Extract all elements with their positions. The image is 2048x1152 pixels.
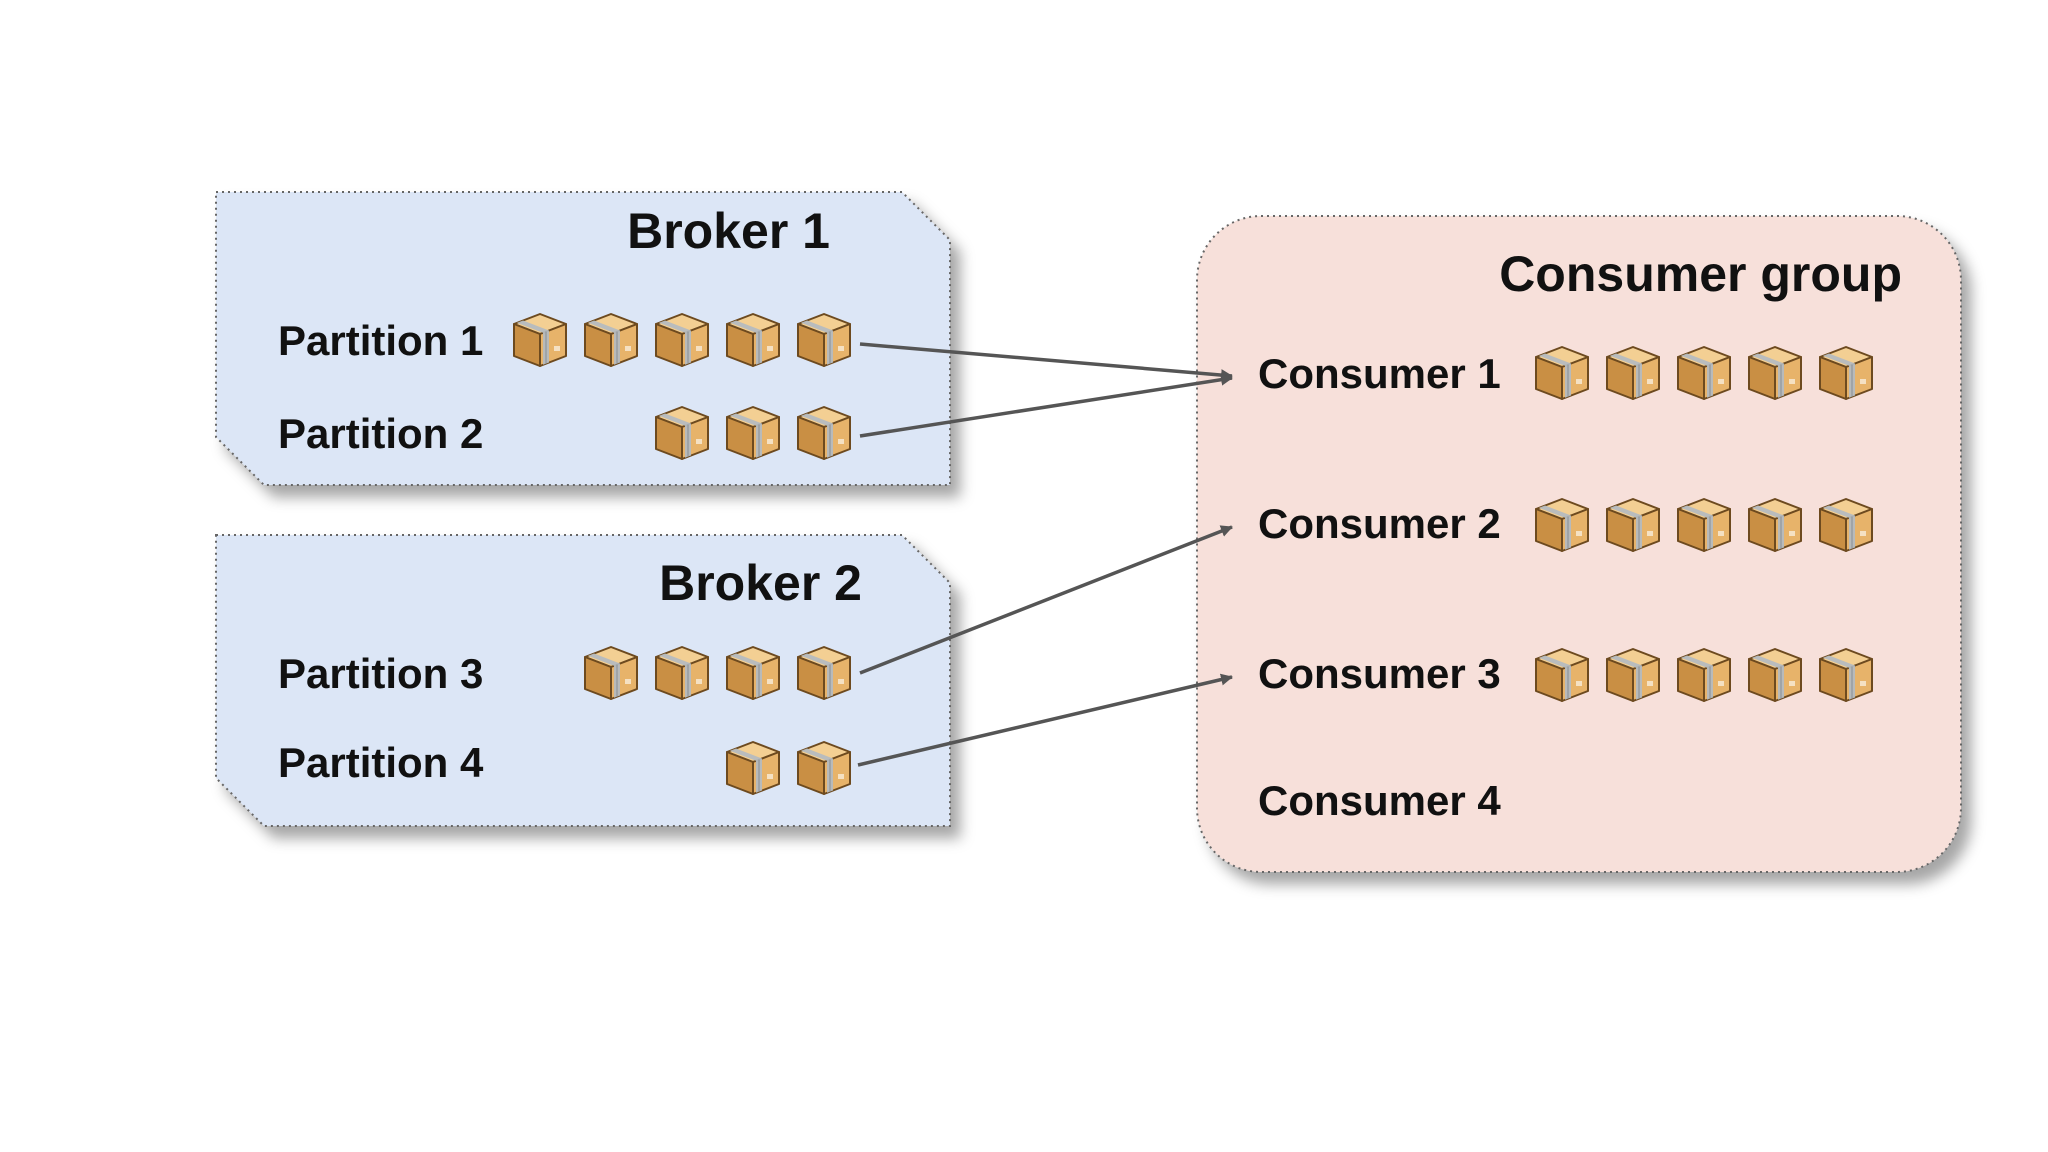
package-box-icon <box>655 313 709 367</box>
consumer-4-row: Consumer 4 <box>1258 777 1501 824</box>
partition-1-label: Partition 1 <box>278 317 483 364</box>
package-box-icon <box>1606 648 1660 702</box>
broker-2-title: Broker 2 <box>659 555 862 611</box>
package-box-icon <box>655 406 709 460</box>
consumer-2-label: Consumer 2 <box>1258 500 1501 547</box>
package-box-icon <box>1677 498 1731 552</box>
package-box-icon <box>1606 498 1660 552</box>
package-box-icon <box>726 741 780 795</box>
package-box-icon <box>797 646 851 700</box>
package-box-icon <box>513 313 567 367</box>
package-box-icon <box>797 406 851 460</box>
package-box-icon <box>1748 648 1802 702</box>
package-box-icon <box>726 313 780 367</box>
package-box-icon <box>726 406 780 460</box>
consumer-3-label: Consumer 3 <box>1258 650 1501 697</box>
package-box-icon <box>1748 498 1802 552</box>
package-box-icon <box>584 313 638 367</box>
package-box-icon <box>1677 648 1731 702</box>
partition-3-label: Partition 3 <box>278 650 483 697</box>
package-box-icon <box>1819 346 1873 400</box>
consumer-group-title: Consumer group <box>1499 246 1902 302</box>
partition-3-row: Partition 3 <box>278 646 851 700</box>
arrow-partition-1-to-consumer-1 <box>859 342 1233 382</box>
partition-2-row: Partition 2 <box>278 406 851 460</box>
package-box-icon <box>1535 498 1589 552</box>
package-box-icon <box>797 313 851 367</box>
package-box-icon <box>1819 648 1873 702</box>
broker-2-panel: Broker 2 Partition 3 Partition 4 <box>215 534 951 827</box>
broker-1-panel: Broker 1 Partition 1 Partition 2 <box>215 191 951 486</box>
consumer-1-row: Consumer 1 <box>1258 346 1873 400</box>
package-box-icon <box>1535 648 1589 702</box>
package-box-icon <box>655 646 709 700</box>
partition-4-label: Partition 4 <box>278 739 484 786</box>
broker-1-title: Broker 1 <box>627 203 830 259</box>
consumer-1-label: Consumer 1 <box>1258 350 1501 397</box>
consumer-4-label: Consumer 4 <box>1258 777 1501 824</box>
package-box-icon <box>584 646 638 700</box>
partition-4-row: Partition 4 <box>278 739 851 795</box>
package-box-icon <box>797 741 851 795</box>
arrow-partition-2-to-consumer-1 <box>859 373 1233 438</box>
package-box-icon <box>1819 498 1873 552</box>
assignment-arrows <box>857 342 1233 767</box>
consumer-3-row: Consumer 3 <box>1258 648 1873 702</box>
partition-2-label: Partition 2 <box>278 410 483 457</box>
partition-2-messages <box>655 406 851 460</box>
package-box-icon <box>726 646 780 700</box>
package-box-icon <box>1677 346 1731 400</box>
arrow-partition-3-to-consumer-2 <box>859 525 1233 675</box>
partition-1-row: Partition 1 <box>278 313 851 367</box>
consumer-group-panel: Consumer group Consumer 1 Consumer 2 Con… <box>1196 215 1962 873</box>
package-box-icon <box>1748 346 1802 400</box>
package-box-icon <box>1535 346 1589 400</box>
arrow-partition-4-to-consumer-3 <box>857 673 1233 767</box>
package-box-icon <box>1606 346 1660 400</box>
consumer-2-row: Consumer 2 <box>1258 498 1873 552</box>
